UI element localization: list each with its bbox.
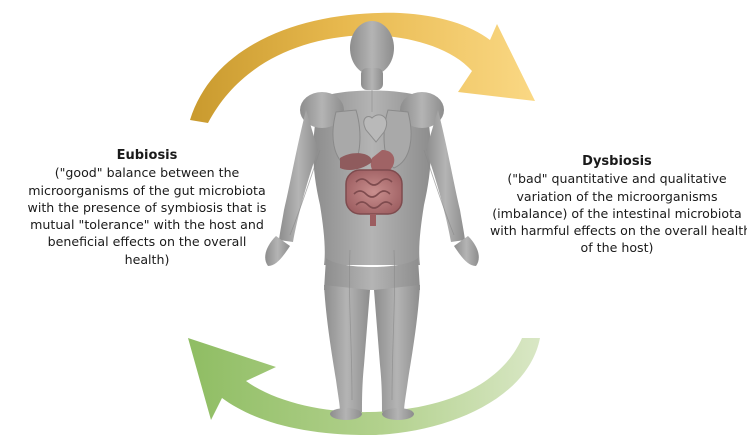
dysbiosis-title: Dysbiosis bbox=[490, 153, 744, 170]
dysbiosis-description-line: of the host) bbox=[490, 239, 744, 256]
eubiosis-title: Eubiosis bbox=[14, 147, 280, 164]
dysbiosis-description-line: with harmful effects on the overall heal… bbox=[490, 222, 744, 239]
dysbiosis-description-line: (imbalance) of the intestinal microbiota bbox=[490, 205, 744, 222]
eubiosis-label: Eubiosis ("good" balance between the mic… bbox=[14, 147, 280, 268]
dysbiosis-description-line: variation of the microorganisms bbox=[490, 188, 744, 205]
eubiosis-description-line: ("good" balance between the bbox=[14, 164, 280, 181]
eubiosis-description-line: with the presence of symbiosis that is bbox=[14, 199, 280, 216]
eubiosis-description-line: mutual "tolerance" with the host and bbox=[14, 216, 280, 233]
eubiosis-description-line: microorganisms of the gut microbiota bbox=[14, 182, 280, 199]
eubiosis-description-line: health) bbox=[14, 251, 280, 268]
dysbiosis-label: Dysbiosis ("bad" quantitative and qualit… bbox=[490, 153, 744, 257]
eubiosis-description-line: beneficial effects on the overall bbox=[14, 233, 280, 250]
dysbiosis-description-line: ("bad" quantitative and qualitative bbox=[490, 170, 744, 187]
